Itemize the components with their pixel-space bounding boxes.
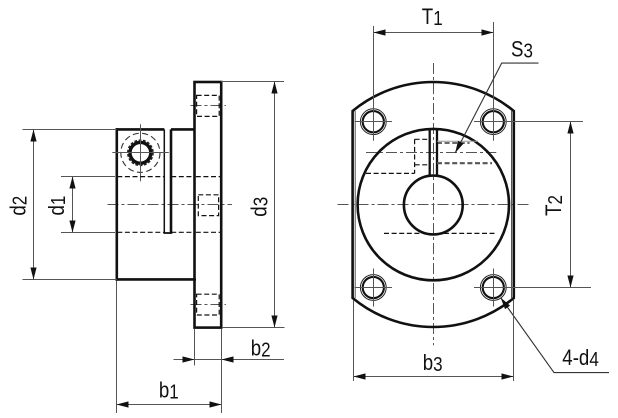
svg-text:T2: T2 [543,195,567,216]
svg-text:4-d4: 4-d4 [562,347,598,371]
svg-text:b1: b1 [159,379,179,403]
svg-text:d3: d3 [248,197,272,217]
svg-text:d2: d2 [7,196,31,216]
svg-text:T1: T1 [422,6,443,30]
svg-text:b3: b3 [423,351,443,375]
svg-text:b2: b2 [251,337,271,361]
svg-text:S3: S3 [511,38,533,62]
svg-text:d1: d1 [46,196,70,216]
